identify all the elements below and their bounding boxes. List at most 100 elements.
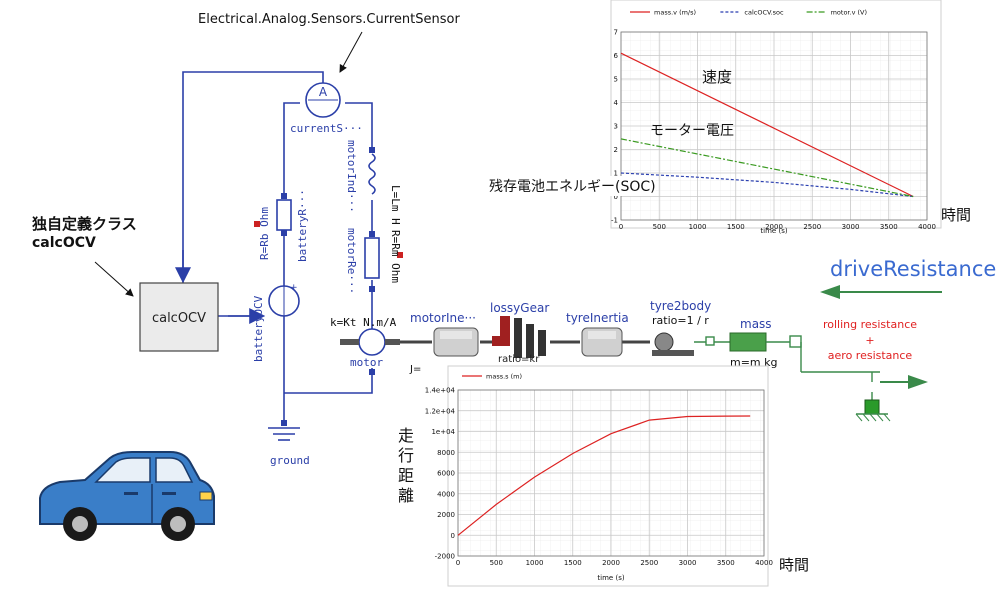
legend-item: mass.v (m/s) bbox=[654, 9, 696, 17]
x-axis-label: time (s) bbox=[597, 574, 624, 582]
battery-ocv-label: batteryOCV bbox=[252, 295, 265, 362]
custom-class-annotation: 独自定義クラス bbox=[32, 215, 137, 233]
legend-item: motor.v (V) bbox=[831, 9, 867, 17]
time-axis-annotation: 時間 bbox=[779, 556, 810, 574]
tyre-inertia-label: tyreInertia bbox=[566, 311, 629, 325]
chart-legend: mass.v (m/s) calcOCV.soc motor.v (V) bbox=[630, 9, 867, 17]
inductor-icon[interactable] bbox=[368, 153, 376, 195]
connectors bbox=[281, 147, 375, 426]
battery-r-label: batteryR··· bbox=[296, 189, 309, 262]
j-label: J= bbox=[409, 364, 421, 375]
distance-annotation: 走行距離 bbox=[398, 426, 415, 505]
battery-r-param: R=Rb Ohm bbox=[258, 207, 271, 260]
motor-re-label: motorRe··· bbox=[345, 228, 358, 294]
y-tick-label: 0 bbox=[614, 193, 618, 201]
ground-label: ground bbox=[270, 454, 310, 467]
x-tick-label: 500 bbox=[490, 559, 503, 567]
series-line-1 bbox=[620, 52, 914, 198]
sensor-pointer-arrow bbox=[339, 31, 363, 73]
resistor-icon[interactable] bbox=[364, 237, 380, 279]
series-line-2 bbox=[620, 172, 914, 198]
motor-param: k=Kt N.m/A bbox=[330, 316, 397, 329]
tyre2body-label: tyre2body bbox=[650, 299, 711, 313]
voltage-source-icon[interactable]: + bbox=[268, 283, 300, 317]
sensor-class-annotation: Electrical.Analog.Sensors.CurrentSensor bbox=[198, 12, 460, 27]
y-tick-label: 3 bbox=[614, 123, 618, 131]
y-tick-label: 2 bbox=[614, 146, 618, 154]
mass-icon[interactable] bbox=[694, 332, 802, 352]
y-tick-label: 6000 bbox=[437, 470, 455, 478]
series-group bbox=[620, 52, 914, 198]
current-sensor-label: currentS··· bbox=[290, 122, 363, 135]
axes-frame bbox=[620, 31, 928, 221]
force-source-icon[interactable] bbox=[800, 342, 928, 422]
y-tick-label: 7 bbox=[614, 29, 618, 37]
y-tick-label: 1 bbox=[614, 170, 618, 178]
series-group bbox=[457, 415, 751, 536]
current-sensor-icon[interactable]: A bbox=[305, 82, 341, 118]
x-tick-label: 2000 bbox=[602, 559, 620, 567]
y-tick-label: 2000 bbox=[437, 511, 455, 519]
gear-icon[interactable] bbox=[492, 316, 546, 358]
y-tick-label: -1 bbox=[611, 217, 618, 225]
custom-class-name: calcOCV bbox=[32, 235, 96, 251]
y-tick-label: 6 bbox=[614, 52, 619, 60]
x-tick-label: 500 bbox=[653, 223, 666, 231]
motor-inertia-label: motorIne··· bbox=[410, 311, 476, 325]
y-tick-label: 8000 bbox=[437, 449, 455, 457]
aero-resistance-text: aero resistance bbox=[828, 349, 913, 362]
speed-curve-label: 速度 bbox=[702, 68, 733, 86]
tyre-inertia-icon[interactable] bbox=[581, 327, 623, 357]
tyre2body-param: ratio=1 / r bbox=[652, 314, 709, 327]
y-tick-label: 1.2e+04 bbox=[425, 407, 456, 415]
calcocv-block[interactable] bbox=[139, 282, 219, 352]
mass-label: mass bbox=[740, 317, 772, 331]
time-axis-annotation: 時間 bbox=[941, 206, 972, 224]
chart-legend: mass.s (m) bbox=[462, 373, 522, 381]
wiring bbox=[182, 71, 373, 425]
param-marker bbox=[254, 221, 260, 227]
x-tick-label: 4000 bbox=[755, 559, 773, 567]
series-line-3 bbox=[620, 138, 914, 198]
y-tick-label: 4000 bbox=[437, 490, 455, 498]
series-line-1 bbox=[457, 415, 751, 536]
drive-resistance-label: driveResistance bbox=[830, 257, 996, 281]
x-tick-label: 3500 bbox=[717, 559, 735, 567]
x-axis-label: time (s) bbox=[760, 227, 787, 235]
resistor-icon[interactable] bbox=[276, 199, 292, 231]
tyre2body-icon[interactable] bbox=[652, 332, 694, 356]
legend-item: calcOCV.soc bbox=[744, 9, 784, 17]
lossy-gear-label: lossyGear bbox=[490, 301, 549, 315]
axes-frame bbox=[457, 389, 765, 557]
x-tick-label: 2000 bbox=[765, 223, 783, 231]
car-icon bbox=[39, 451, 215, 541]
x-tick-label: 0 bbox=[456, 559, 460, 567]
voltage-curve-label: モーター電圧 bbox=[650, 123, 734, 139]
plus-text: + bbox=[865, 334, 874, 347]
param-marker bbox=[397, 252, 403, 258]
x-tick-label: 1500 bbox=[564, 559, 582, 567]
y-tick-label: 5 bbox=[614, 76, 618, 84]
motor-inertia-icon[interactable] bbox=[433, 327, 479, 357]
x-tick-label: 1000 bbox=[526, 559, 544, 567]
soc-curve-label: 残存電池エネルギー(SOC) bbox=[489, 176, 656, 196]
drive-resistance-arrow-icon bbox=[820, 285, 942, 299]
x-tick-label: 2500 bbox=[803, 223, 821, 231]
motor-re-param: R=Rm Ohm bbox=[389, 230, 402, 283]
x-tick-label: 3000 bbox=[679, 559, 697, 567]
motor-emf-icon[interactable] bbox=[340, 328, 400, 356]
y-tick-label: 1e+04 bbox=[431, 428, 455, 436]
velocity-chart: mass.v (m/s) calcOCV.soc motor.v (V) 0 500 1… bbox=[610, 0, 942, 235]
motor-ind-label: motorInd··· bbox=[345, 140, 358, 213]
svg-text:A: A bbox=[319, 85, 328, 99]
y-tick-label: 0 bbox=[451, 532, 455, 540]
grid bbox=[457, 389, 765, 557]
x-tick-label: 3500 bbox=[880, 223, 898, 231]
svg-text:+: + bbox=[290, 283, 298, 293]
ground-icon[interactable] bbox=[268, 427, 300, 441]
y-tick-label: 4 bbox=[614, 99, 619, 107]
